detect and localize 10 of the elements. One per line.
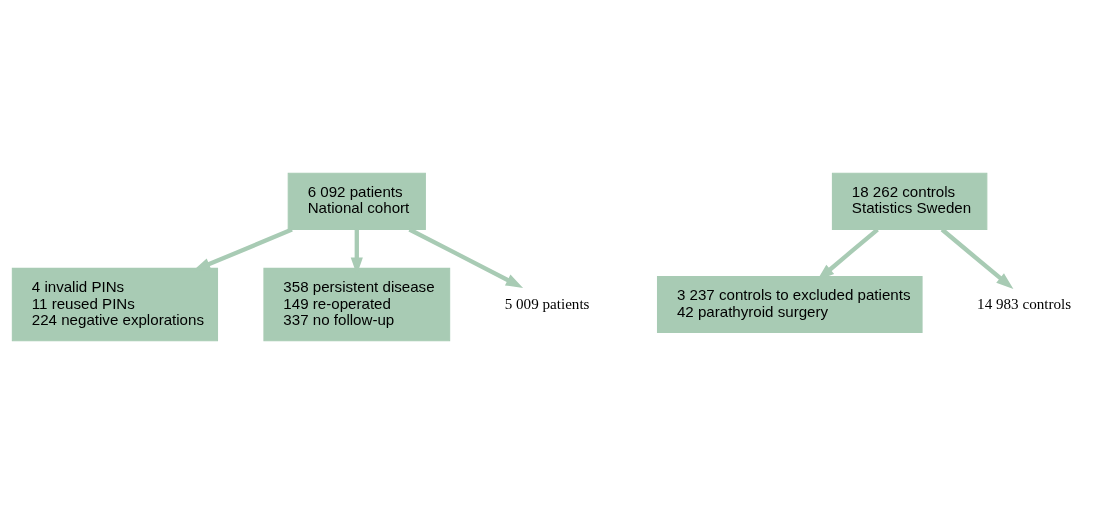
node-text: 5 009 patients <box>504 295 590 312</box>
arrow <box>408 227 524 288</box>
arrow <box>940 227 1014 290</box>
node-box: 4 invalid PINs 11 reused PINs 224 negative explorations <box>11 267 219 342</box>
arrow <box>193 227 293 271</box>
node-box: 18 262 controls Statistics Sweden <box>831 172 988 230</box>
node-box: 358 persistent disease 149 re-operated 337 no follow-up <box>263 267 451 342</box>
node-text: 14 983 controls <box>977 295 1072 312</box>
node-box: 6 092 patients National cohort <box>287 172 426 230</box>
node-box: 3 237 controls to excluded patients 42 parathyroid surgery <box>656 275 923 334</box>
